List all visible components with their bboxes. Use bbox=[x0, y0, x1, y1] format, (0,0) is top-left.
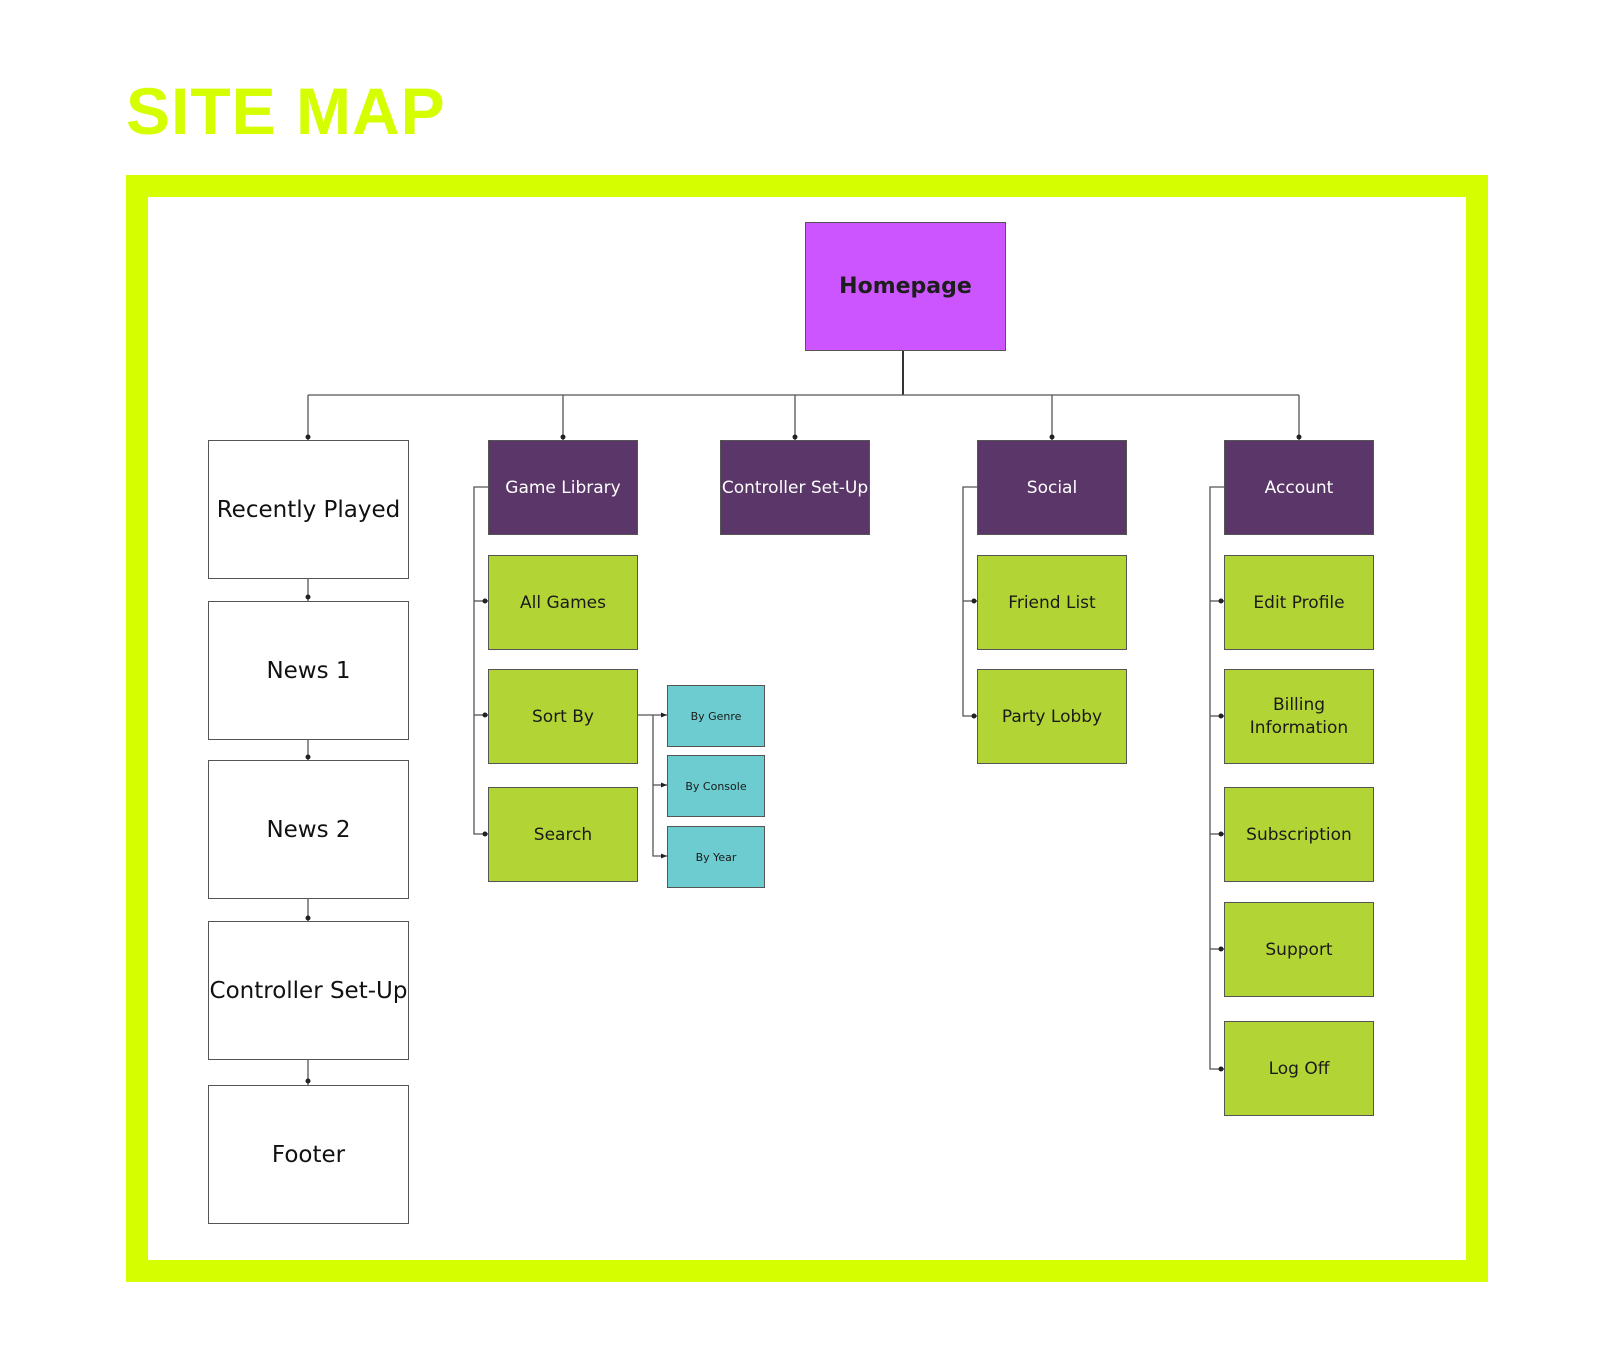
node-billing-information: Billing Information bbox=[1224, 669, 1374, 764]
node-label: By Year bbox=[695, 850, 737, 864]
node-subscription: Subscription bbox=[1224, 787, 1374, 882]
node-label: Footer bbox=[271, 1141, 346, 1168]
node-homepage: Homepage bbox=[805, 222, 1006, 351]
node-label: Controller Set-Up bbox=[721, 477, 869, 498]
page-title: SITE MAP bbox=[126, 74, 446, 148]
node-news-1: News 1 bbox=[208, 601, 409, 740]
node-search: Search bbox=[488, 787, 638, 882]
node-account: Account bbox=[1224, 440, 1374, 535]
node-label: Controller Set-Up bbox=[209, 977, 408, 1004]
node-by-genre: By Genre bbox=[667, 685, 765, 747]
node-by-console: By Console bbox=[667, 755, 765, 817]
node-label: Social bbox=[1026, 477, 1078, 498]
node-log-off: Log Off bbox=[1224, 1021, 1374, 1116]
node-label: Billing Information bbox=[1249, 694, 1349, 738]
node-support: Support bbox=[1224, 902, 1374, 997]
node-party-lobby: Party Lobby bbox=[977, 669, 1127, 764]
node-label: Account bbox=[1264, 477, 1334, 498]
node-label: Log Off bbox=[1268, 1058, 1330, 1079]
node-label: Edit Profile bbox=[1253, 592, 1345, 613]
node-sort-by: Sort By bbox=[488, 669, 638, 764]
node-label: Recently Played bbox=[216, 496, 401, 523]
node-recently-played: Recently Played bbox=[208, 440, 409, 579]
node-label: Search bbox=[533, 824, 593, 845]
node-label: By Console bbox=[685, 779, 747, 793]
node-label: Friend List bbox=[1008, 592, 1096, 613]
node-by-year: By Year bbox=[667, 826, 765, 888]
node-label: Party Lobby bbox=[1001, 706, 1103, 727]
node-label: By Genre bbox=[690, 709, 742, 723]
node-game-library: Game Library bbox=[488, 440, 638, 535]
node-friend-list: Friend List bbox=[977, 555, 1127, 650]
node-news-2: News 2 bbox=[208, 760, 409, 899]
node-label: Sort By bbox=[532, 706, 594, 727]
node-label: News 2 bbox=[266, 816, 351, 843]
node-footer: Footer bbox=[208, 1085, 409, 1224]
node-label: News 1 bbox=[266, 657, 351, 684]
node-homepage-label: Homepage bbox=[839, 274, 972, 299]
node-all-games: All Games bbox=[488, 555, 638, 650]
node-controller-setup-section: Controller Set-Up bbox=[208, 921, 409, 1060]
node-edit-profile: Edit Profile bbox=[1224, 555, 1374, 650]
node-label: Subscription bbox=[1246, 824, 1352, 845]
node-controller-setup: Controller Set-Up bbox=[720, 440, 870, 535]
node-label: All Games bbox=[520, 592, 606, 613]
node-label: Support bbox=[1265, 939, 1333, 960]
node-social: Social bbox=[977, 440, 1127, 535]
node-label: Game Library bbox=[505, 477, 621, 498]
